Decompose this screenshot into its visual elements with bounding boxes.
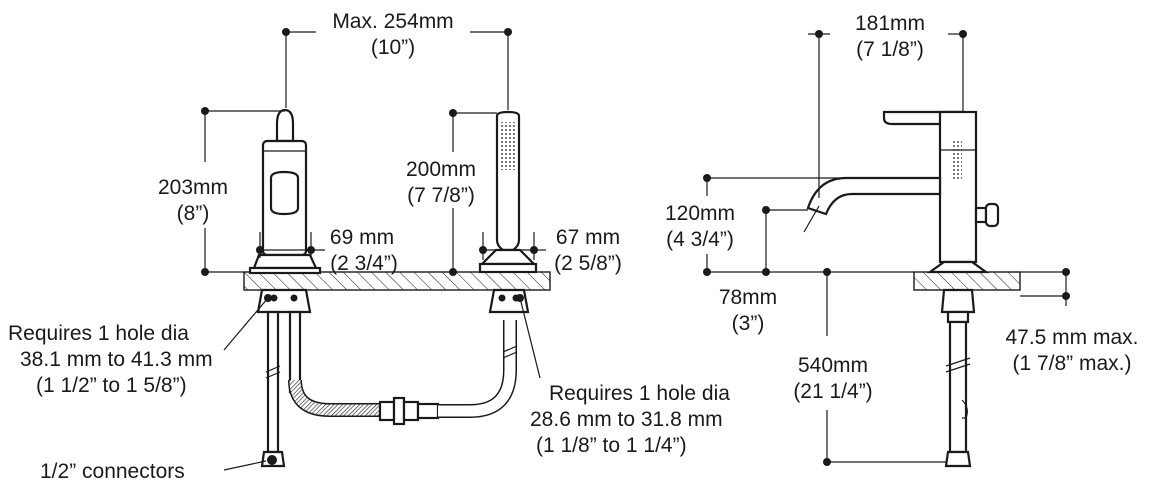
valve-height-in-label: (8”) xyxy=(177,202,210,225)
below-deck-in-label: (21 1/4”) xyxy=(793,380,872,403)
spout-clearance-in-label: (3”) xyxy=(732,312,765,335)
right-dimension-lines xyxy=(703,30,1070,466)
max-spread-label: Max. 254mm xyxy=(332,10,453,33)
deck-thickness-label: 47.5 mm max. xyxy=(1005,326,1138,349)
hole-left-line-2: 38.1 mm to 41.3 mm xyxy=(20,348,213,371)
valve-base-label: 69 mm xyxy=(330,226,394,249)
braided-hose xyxy=(288,320,518,426)
hole-left-line-3: (1 1/2” to 1 5/8”) xyxy=(36,374,187,397)
spout-height-label: 120mm xyxy=(665,202,735,225)
note-labels: Requires 1 hole dia 38.1 mm to 41.3 mm (… xyxy=(8,322,730,483)
shower-height-in-label: (7 7/8”) xyxy=(407,184,475,207)
valve-base-in-label: (2 3/4”) xyxy=(330,252,398,275)
hole-right-line-3: (1 1/8” to 1 1/4”) xyxy=(536,434,687,457)
connectors-label: 1/2” connectors xyxy=(40,460,185,483)
spout-clearance-label: 78mm xyxy=(719,286,777,309)
shower-base-label: 67 mm xyxy=(556,226,620,249)
spout-height-in-label: (4 3/4”) xyxy=(666,228,734,251)
valve-body xyxy=(248,108,322,468)
hole-left-line-1: Requires 1 hole dia xyxy=(8,322,189,345)
left-dimension-lines xyxy=(201,28,546,471)
max-spread-in-label: (10”) xyxy=(371,36,415,59)
valve-height-label: 203mm xyxy=(158,176,228,199)
shower-base-in-label: (2 5/8”) xyxy=(554,252,622,275)
spout-reach-in-label: (7 1/8”) xyxy=(856,38,924,61)
deck-thickness-in-label: (1 7/8” max.) xyxy=(1012,352,1131,375)
below-deck-label: 540mm xyxy=(798,354,868,377)
handshower xyxy=(478,110,538,314)
deck-left xyxy=(243,271,551,291)
hole-right-line-2: 28.6 mm to 31.8 mm xyxy=(530,408,723,431)
deck-right xyxy=(913,271,1021,291)
dimension-labels: Max. 254mm (10”) 203mm (8”) 69 mm (2 3/4… xyxy=(158,10,1139,403)
hole-right-line-1: Requires 1 hole dia xyxy=(549,382,730,405)
tub-spout-side xyxy=(806,110,1000,468)
shower-height-label: 200mm xyxy=(406,158,476,181)
spout-reach-label: 181mm xyxy=(855,12,925,35)
